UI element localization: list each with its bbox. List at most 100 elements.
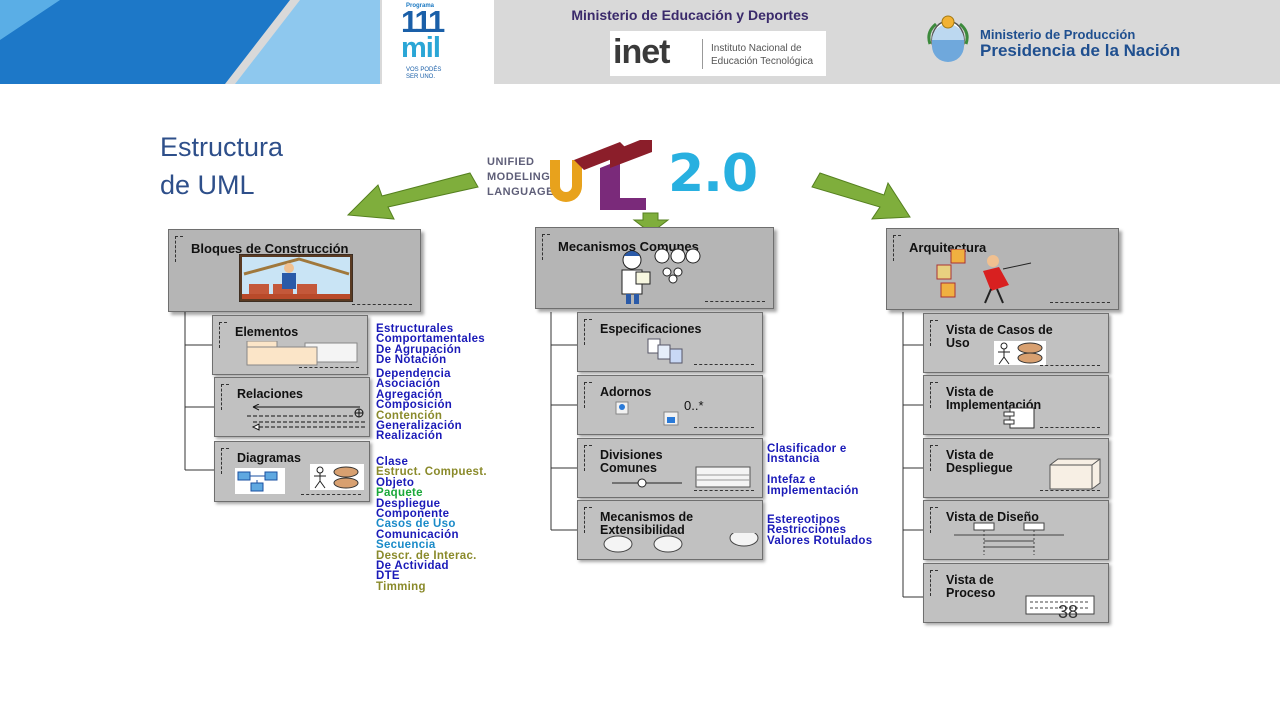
page-number: 38 — [1058, 602, 1079, 622]
list-item: Estructurales — [376, 323, 454, 335]
list-item: Generalización — [376, 420, 463, 433]
sequence-diagram-icon — [954, 522, 1064, 555]
list-item: Contención — [376, 409, 443, 422]
list-item: Descr. de Interac. — [376, 549, 477, 562]
documents-icon — [647, 338, 683, 364]
vista-diseno-box: Vista de Diseño — [923, 500, 1109, 560]
bloques-construccion-box: Bloques de Construcción — [168, 229, 421, 312]
list-item: Despliegue — [376, 497, 441, 510]
inet-logo: inet Instituto Nacional de Educación Tec… — [610, 31, 826, 76]
vista-proceso-box: Vista de Proceso — [923, 563, 1109, 623]
list-item: Dependencia — [376, 368, 451, 380]
elementos-box: Elementos — [212, 315, 368, 375]
list-item: Asociación — [376, 378, 441, 391]
extensibilidad-label: Mecanismos de Extensibilidad — [600, 510, 694, 537]
vista-casos-uso-label: Vista de Casos de Uso — [946, 323, 1053, 350]
list-item: Comunicación — [376, 528, 459, 541]
inet-divider — [702, 39, 703, 69]
list-item: Objeto — [376, 476, 415, 489]
list-item: DTE — [376, 570, 400, 583]
thinking-person-icon — [621, 248, 701, 304]
bloques-construccion-label: Bloques de Construcción — [191, 241, 349, 256]
note-item: Restricciones — [767, 524, 847, 537]
extensibilidad-box: Mecanismos de Extensibilidad — [577, 500, 763, 560]
ministry-title: Ministerio de Educación y Deportes — [571, 7, 809, 23]
list-item: De Actividad — [376, 560, 449, 573]
national-shield-icon — [927, 15, 969, 62]
logo-tagline-2: SER UNO. — [406, 74, 436, 80]
arquitectura-box: Arquitectura — [886, 228, 1119, 310]
list-item: Agregación — [376, 388, 443, 401]
logo-mil-text: mil — [401, 32, 441, 64]
multiplicity-text: 0..* — [684, 398, 704, 413]
list-item: De Agrupación — [376, 343, 462, 356]
visibility-icons — [615, 401, 679, 426]
component-icon — [1003, 407, 1035, 429]
note-item: Clasificador e — [767, 443, 847, 455]
relaciones-box: Relaciones — [214, 377, 370, 437]
package-icon — [246, 341, 358, 366]
class-diagram-icon — [235, 468, 285, 494]
uml-logo-line-1: UNIFIED — [487, 156, 535, 168]
list-item: Componente — [376, 508, 450, 521]
logo-tagline-1: VOS PODÉS — [406, 67, 442, 73]
diagramas-box: Diagramas — [214, 441, 370, 502]
uml-logo-line-2: MODELING — [487, 171, 551, 183]
adornos-box: Adornos 0..* — [577, 375, 763, 435]
adornos-label: Adornos — [600, 385, 652, 399]
inet-wordmark: inet — [613, 33, 670, 71]
architect-drawing-icon — [936, 249, 1032, 304]
elementos-label: Elementos — [235, 325, 299, 339]
vista-despliegue-label: Vista de Despliegue — [946, 448, 1013, 475]
produccion-line-2: Presidencia de la Nación — [980, 41, 1181, 60]
note-item: Intefaz e — [767, 474, 816, 487]
111mil-logo: Programa 111 mil VOS PODÉS SER UNO. — [382, 0, 494, 84]
vista-despliegue-box: Vista de Despliegue — [923, 438, 1109, 498]
slide-title: Estructura de UML — [160, 128, 283, 204]
logo-111-text: 111 — [401, 4, 445, 39]
list-item: Casos de Uso — [376, 518, 456, 531]
relationship-lines-icon — [247, 404, 365, 431]
inet-line-1: Instituto Nacional de — [711, 43, 802, 54]
use-case-actor-icon — [994, 341, 1046, 365]
uml-letters-logo — [550, 140, 652, 210]
header-blue-band — [0, 0, 380, 84]
mecanismos-comunes-box: Mecanismos Comunes — [535, 227, 774, 309]
list-item: Secuencia — [376, 539, 436, 552]
uml-logo-line-3: LANGUAGE — [487, 186, 554, 198]
note-item: Valores Rotulados — [767, 534, 873, 547]
uml-version: 2.0 — [668, 144, 758, 204]
note-item: Implementación — [767, 484, 859, 497]
construction-worker-icon — [239, 254, 353, 302]
list-item: De Notación — [376, 354, 447, 367]
divisiones-comunes-label: Divisiones Comunes — [600, 448, 663, 475]
logo-program-text: Programa — [406, 3, 435, 9]
note-shapes-icon — [603, 533, 759, 553]
produccion-line-1: Ministerio de Producción — [980, 27, 1136, 42]
interface-table-icon — [612, 466, 751, 488]
header-bar: Programa 111 mil VOS PODÉS SER UNO. Mini… — [0, 0, 1280, 84]
list-item: Realización — [376, 430, 443, 443]
vista-proceso-label: Vista de Proceso — [946, 573, 996, 600]
list-item: Paquete — [376, 487, 423, 500]
arquitectura-label: Arquitectura — [909, 240, 987, 255]
use-case-actor-icon — [310, 464, 364, 490]
vista-diseno-label: Vista de Diseño — [946, 510, 1039, 524]
especificaciones-box: Especificaciones — [577, 312, 763, 372]
diagramas-label: Diagramas — [237, 451, 301, 465]
node-cube-icon — [1049, 458, 1101, 490]
list-item: Clase — [376, 456, 409, 468]
list-item: Estruct. Compuest. — [376, 466, 487, 479]
inet-line-2: Educación Tecnológica — [711, 56, 814, 67]
process-lines-icon — [1025, 595, 1095, 615]
vista-implementacion-box: Vista de Implementación — [923, 375, 1109, 435]
green-arrows — [346, 172, 911, 234]
note-item: Instancia — [767, 453, 820, 466]
list-item: Comportamentales — [376, 333, 485, 346]
vista-casos-uso-box: Vista de Casos de Uso — [923, 313, 1109, 373]
